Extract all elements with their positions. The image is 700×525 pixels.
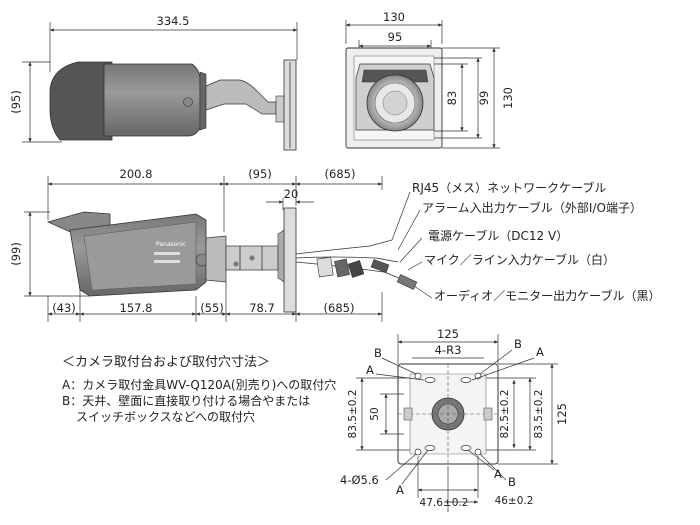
dim-78-7: 78.7 — [249, 301, 275, 315]
dim-95-width: 95 — [388, 30, 403, 44]
dim-130-height: 130 — [501, 87, 515, 109]
mount-label-b-bottom-right: B — [508, 475, 516, 489]
mount-dim-hole: 4-Ø5.6 — [340, 473, 379, 487]
mount-label-a-bottom-left: A — [396, 483, 404, 497]
mount-dim-47-6: 47.6±0.2 — [420, 497, 469, 509]
mount-dim-83-5-left: 83.5±0.2 — [347, 390, 359, 439]
mount-dim-82-5: 82.5±0.2 — [499, 390, 511, 439]
bottom-side-view: 200.8 (95) (685) 20 (99) Panasonic — [9, 167, 418, 322]
cable-label-rj45: RJ45（メス）ネットワークケーブル — [412, 180, 606, 195]
top-side-view: 334.5 (95) — [9, 14, 298, 151]
mounting-notes: ＜カメラ取付台および取付穴寸法＞ A：カメラ取付金具WV-Q120A(別売り)へ… — [62, 355, 336, 425]
dim-685p-bottom: (685) — [324, 301, 355, 315]
mount-label-a-bottom-right: A — [494, 467, 502, 481]
mount-dim-125-height: 125 — [555, 403, 569, 425]
cable-callouts: RJ45（メス）ネットワークケーブル アラーム入出力ケーブル（外部I/O端子） … — [391, 180, 660, 303]
dim-99p: (99) — [9, 242, 23, 266]
mount-label-a-top-right: A — [536, 345, 544, 359]
mount-label-a-top-left: A — [366, 363, 374, 377]
dim-200-8: 200.8 — [120, 167, 153, 181]
dim-20: 20 — [284, 187, 299, 201]
brand-label: Panasonic — [156, 241, 186, 248]
dim-83-height: 83 — [445, 91, 459, 106]
dim-95-height: (95) — [9, 90, 23, 114]
dim-95p: (95) — [248, 167, 272, 181]
mount-dim-4-r3: 4-R3 — [435, 343, 462, 357]
note-a: A：カメラ取付金具WV-Q120A(別売り)への取付穴 — [62, 378, 337, 392]
dim-334-5: 334.5 — [157, 14, 190, 28]
note-b-line1: B：天井、壁面に直接取り付ける場合やまたは — [62, 394, 311, 408]
dim-99-height: 99 — [477, 91, 491, 106]
mount-label-b-top-left: B — [374, 346, 382, 360]
cable-label-audio: オーディオ／モニター出力ケーブル（黒） — [434, 288, 660, 303]
mount-dim-46: 46±0.2 — [495, 495, 534, 507]
dim-130-width: 130 — [383, 10, 405, 24]
mount-dim-50: 50 — [369, 407, 381, 420]
note-b-line2: スイッチボックスなどへの取付穴 — [76, 410, 256, 424]
cable-label-mic: マイク／ライン入力ケーブル（白） — [424, 252, 615, 267]
cable-label-power: 電源ケーブル（DC12 V） — [428, 228, 568, 243]
notes-title: ＜カメラ取付台および取付穴寸法＞ — [62, 355, 271, 370]
mount-dim-83-5-right: 83.5±0.2 — [533, 390, 545, 439]
top-front-view: 130 95 130 99 83 — [345, 10, 515, 149]
mount-dim-125-width: 125 — [437, 327, 459, 341]
cable-label-alarm: アラーム入出力ケーブル（外部I/O端子） — [422, 200, 642, 215]
mount-label-b-top-right: B — [514, 337, 522, 351]
dim-55p: (55) — [200, 301, 224, 315]
dim-685p-top: (685) — [325, 167, 356, 181]
mount-plate-drawing: 125 4-R3 B A B A A B A — [340, 327, 569, 512]
dim-43p: (43) — [52, 301, 76, 315]
dim-157-8: 157.8 — [120, 301, 153, 315]
